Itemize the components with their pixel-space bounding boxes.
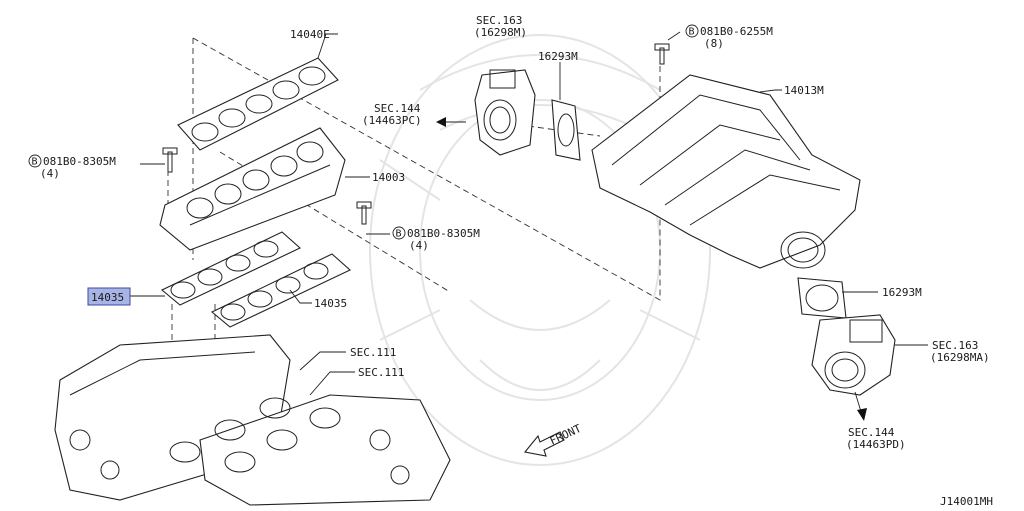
label-sec163-top[interactable]: SEC.163 bbox=[476, 14, 522, 27]
label-sec111-a[interactable]: SEC.111 bbox=[350, 346, 396, 359]
label-sec163-right-code: (16298MA) bbox=[930, 351, 990, 364]
label-sec144-bottom[interactable]: SEC.144 bbox=[848, 426, 895, 439]
bolt-left-badge: B bbox=[32, 157, 38, 168]
label-sec163-right[interactable]: SEC.163 bbox=[932, 339, 978, 352]
part-16298m-throttle-top bbox=[474, 69, 536, 156]
part-16293m-gasket-top bbox=[551, 99, 581, 161]
label-14013m[interactable]: 14013M bbox=[784, 84, 824, 97]
label-bolt-left-qty: (4) bbox=[40, 167, 60, 180]
label-bolt-left-code[interactable]: 081B0-8305M bbox=[43, 155, 116, 168]
label-bolt-top-code[interactable]: 081B0-6255M bbox=[700, 25, 773, 38]
label-16293m-top[interactable]: 16293M bbox=[538, 50, 578, 63]
part-14013m-intake-manifold bbox=[591, 74, 861, 269]
label-sec111-b[interactable]: SEC.111 bbox=[358, 366, 404, 379]
label-14035-highlighted[interactable]: 14035 bbox=[91, 291, 124, 304]
label-sec163-top-code: (16298M) bbox=[474, 26, 527, 39]
part-14003-collector bbox=[159, 127, 346, 251]
label-16293m-right[interactable]: 16293M bbox=[882, 286, 922, 299]
label-sec144-left[interactable]: SEC.144 bbox=[374, 102, 421, 115]
front-direction-arrow: FRONT bbox=[523, 422, 584, 457]
label-14035[interactable]: 14035 bbox=[314, 297, 347, 310]
label-sec144-bottom-code: (14463PD) bbox=[846, 438, 906, 451]
leader-lines bbox=[130, 31, 928, 396]
part-16293m-gasket-right bbox=[797, 277, 847, 319]
part-16298ma-throttle-right bbox=[811, 314, 896, 396]
callout-labels: 14040E 14003 14035 14035 14013M 16293M 1… bbox=[40, 14, 993, 508]
bolt-callout-badges: B B B bbox=[28, 24, 699, 240]
part-14035-gasket-left bbox=[160, 231, 301, 306]
part-14040e-gasket bbox=[177, 57, 339, 151]
highlight-box-14035[interactable] bbox=[87, 287, 131, 306]
label-bolt-mid-qty: (4) bbox=[409, 239, 429, 252]
bolt-mid-badge: B bbox=[396, 229, 402, 240]
bolts bbox=[162, 43, 670, 225]
bolt-top-badge: B bbox=[689, 27, 695, 38]
part-14035-gasket-right bbox=[210, 253, 351, 328]
front-label: FRONT bbox=[548, 422, 584, 448]
label-sec144-left-code: (14463PC) bbox=[362, 114, 422, 127]
label-14040e[interactable]: 14040E bbox=[290, 28, 330, 41]
flow-arrows bbox=[436, 117, 867, 421]
label-bolt-mid-code[interactable]: 081B0-8305M bbox=[407, 227, 480, 240]
engine-cylinder-heads bbox=[54, 334, 451, 506]
label-14003[interactable]: 14003 bbox=[372, 171, 405, 184]
label-bolt-top-qty: (8) bbox=[704, 37, 724, 50]
diagram-code: J14001MH bbox=[940, 495, 993, 508]
